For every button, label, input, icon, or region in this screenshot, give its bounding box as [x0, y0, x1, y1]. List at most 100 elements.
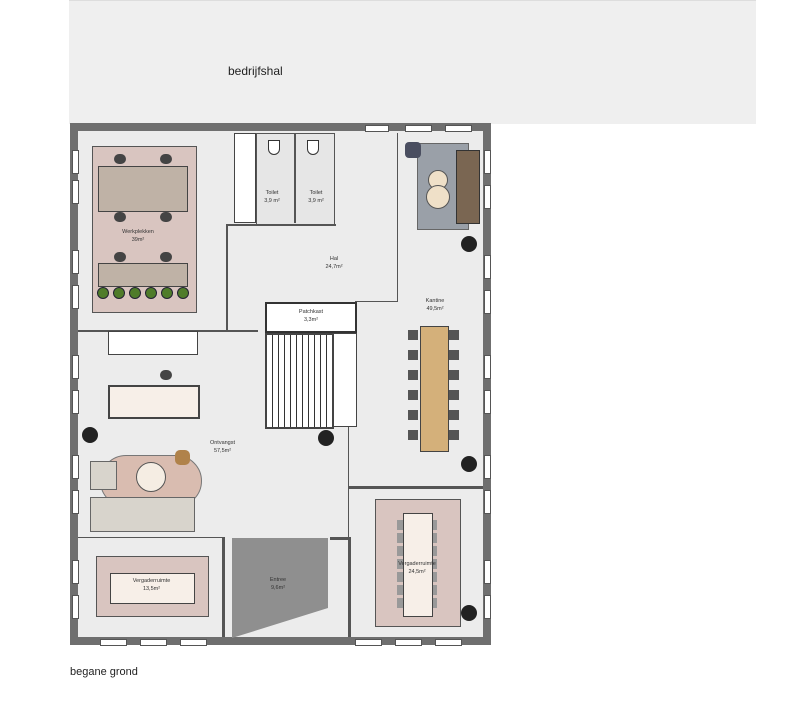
room-name: Toilet	[309, 190, 323, 196]
window	[484, 390, 491, 414]
bedrijfshal-label: bedrijfshal	[228, 64, 283, 78]
plant	[461, 456, 477, 472]
window	[365, 125, 389, 132]
window	[445, 125, 472, 132]
interior-wall	[294, 133, 296, 223]
plant	[461, 605, 477, 621]
meeting-table	[403, 513, 433, 617]
room-name: Kantine	[425, 298, 445, 304]
room-name: Ontvangst	[209, 440, 236, 446]
window	[180, 639, 207, 646]
window	[484, 150, 491, 174]
interior-wall	[222, 537, 225, 637]
room-area: 49,5m²	[426, 306, 444, 312]
room-name: Patchkast	[298, 309, 324, 315]
window	[72, 250, 79, 274]
window	[484, 185, 491, 209]
interior-wall	[348, 330, 349, 540]
room-name: Entree	[269, 577, 287, 583]
toilet-2-label: Toilet 3,9 m²	[300, 189, 332, 205]
plant	[113, 287, 125, 299]
plant	[82, 427, 98, 443]
cabinets	[108, 331, 198, 355]
meeting-table	[110, 573, 195, 604]
room-name: Toilet	[265, 190, 279, 196]
sofa	[456, 150, 480, 224]
office-chair	[160, 154, 172, 164]
window	[72, 455, 79, 479]
window	[72, 390, 79, 414]
room-name: Vergaderruimte	[132, 578, 171, 584]
plant	[129, 287, 141, 299]
window	[72, 490, 79, 514]
toilet-icon	[268, 140, 280, 155]
office-chair	[160, 212, 172, 222]
patchkast-room	[265, 302, 357, 333]
office-chair	[160, 370, 172, 380]
room-name: Werkplekken	[122, 229, 154, 235]
plant	[177, 287, 189, 299]
desk-cluster	[98, 263, 188, 287]
room-name: Hal	[329, 256, 339, 262]
plant	[318, 430, 334, 446]
window	[484, 455, 491, 479]
window	[72, 355, 79, 379]
desk-cluster	[98, 166, 188, 212]
window	[484, 255, 491, 279]
reception-desk	[108, 385, 200, 419]
plant	[145, 287, 157, 299]
werkplekken-label: Werkplekken 39m²	[108, 228, 168, 244]
office-chair	[114, 252, 126, 262]
toilet-icon	[307, 140, 319, 155]
window	[435, 639, 462, 646]
coffee-table	[426, 185, 450, 209]
window	[405, 125, 432, 132]
window	[72, 150, 79, 174]
hal-label: Hal 24,7m²	[309, 255, 359, 271]
window	[72, 180, 79, 204]
coffee-table	[136, 462, 166, 492]
entree-label: Entree 9,6m²	[255, 576, 301, 592]
interior-wall	[226, 224, 336, 226]
room-area: 39m²	[131, 237, 145, 243]
room-area: 3,9 m²	[308, 198, 324, 204]
lockers	[234, 133, 256, 223]
window	[72, 595, 79, 619]
room-area: 13,5m²	[142, 586, 161, 592]
room-area: 3,3m²	[303, 317, 319, 323]
window	[484, 490, 491, 514]
bedrijfshal-area	[69, 0, 756, 124]
interior-wall	[348, 537, 351, 637]
office-chair	[114, 154, 126, 164]
window	[72, 560, 79, 584]
interior-wall	[78, 537, 223, 538]
interior-wall	[397, 133, 398, 301]
plant	[161, 287, 173, 299]
sofa	[90, 497, 195, 532]
interior-wall	[226, 225, 228, 330]
chairs-row	[408, 330, 418, 448]
vergaderruimte-small-label: Vergaderruimte 13,5m²	[110, 577, 193, 593]
room-area: 9,6m²	[270, 585, 286, 591]
ontvangst-label: Ontvangst 57,5m²	[195, 439, 250, 455]
plant	[97, 287, 109, 299]
window	[100, 639, 127, 646]
patchkast-label: Patchkast 3,3m²	[267, 308, 355, 324]
kitchenette	[333, 333, 357, 427]
room-area: 57,5m²	[213, 448, 232, 454]
window	[140, 639, 167, 646]
room-name: Vergaderruimte	[398, 561, 436, 567]
window	[395, 639, 422, 646]
floor-label: begane grond	[70, 666, 138, 678]
room-area: 24,7m²	[325, 264, 343, 270]
kantine-table	[420, 326, 449, 452]
interior-wall	[355, 301, 398, 302]
window	[355, 639, 382, 646]
window	[484, 595, 491, 619]
lounge-chair	[90, 461, 117, 490]
chairs-row	[449, 330, 459, 448]
window	[484, 355, 491, 379]
office-chair	[160, 252, 172, 262]
window	[484, 560, 491, 584]
kantine-label: Kantine 49,5m²	[410, 297, 460, 313]
